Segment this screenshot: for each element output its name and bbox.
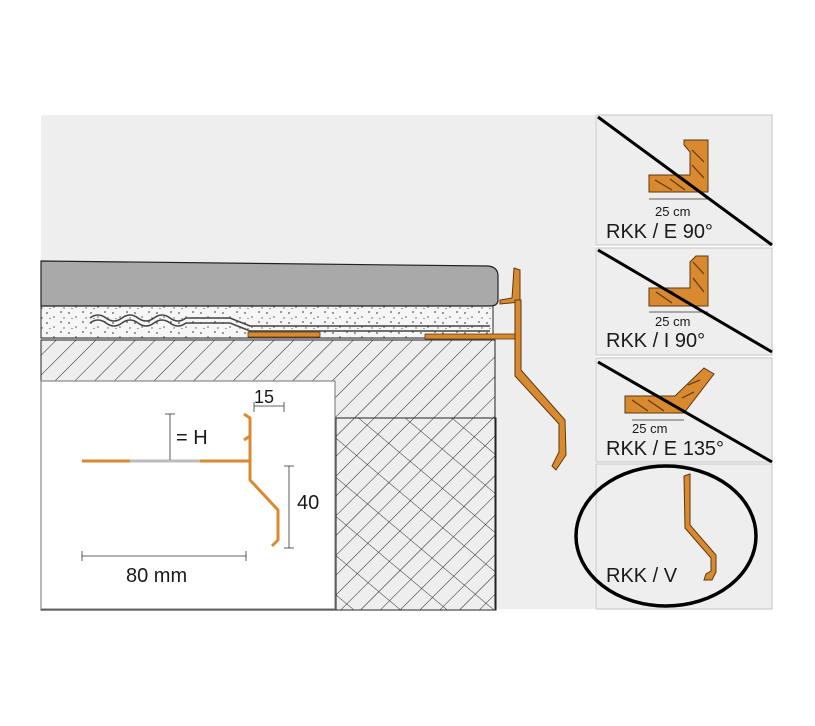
variant-e135-measure: 25 cm xyxy=(632,421,667,436)
variant-e135-crossout xyxy=(597,360,773,464)
corner-i90-icon xyxy=(648,255,709,307)
variant-i90-crossout xyxy=(597,248,773,354)
variant-v-label: RKK / V xyxy=(606,565,678,587)
detail-inset: 15 = H 40 80 mm xyxy=(40,380,336,610)
corner-e90-icon xyxy=(648,139,709,193)
detail-profile-lip xyxy=(243,434,251,442)
tile-covering xyxy=(40,260,499,307)
variant-v: RKK / V xyxy=(574,463,773,610)
variant-e135: 25 cm RKK / E 135° xyxy=(595,357,773,464)
variant-v-highlight-circle xyxy=(574,464,758,608)
variant-i90: 25 cm RKK / I 90° xyxy=(595,247,773,356)
drainage-mat-line xyxy=(89,314,490,327)
dim-side-label: 40 xyxy=(297,492,319,514)
detail-frame xyxy=(40,380,336,610)
variant-column: 25 cm RKK / E 90° 25 cm RKK / I 90° 25 c… xyxy=(574,114,773,610)
wall-block xyxy=(335,417,497,611)
dim-length-label: 80 mm xyxy=(126,565,187,587)
variant-e90-label: RKK / E 90° xyxy=(606,221,713,243)
variant-e90-measure: 25 cm xyxy=(655,204,690,219)
variant-i90-measure: 25 cm xyxy=(655,314,690,329)
variant-e90-crossout xyxy=(597,115,773,247)
dim-height-label: = H xyxy=(176,427,208,449)
profile-upstand xyxy=(499,267,521,305)
profile-flange-right xyxy=(424,333,516,340)
drainage-mat-line-2 xyxy=(89,319,490,332)
detail-profile xyxy=(243,412,280,548)
variant-e135-label: RKK / E 135° xyxy=(606,438,724,460)
profile-v-icon xyxy=(683,473,717,581)
dim-top-label: 15 xyxy=(254,387,274,407)
profile-drip-edge xyxy=(514,299,567,471)
profile-flange-left xyxy=(247,331,321,338)
variant-i90-label: RKK / I 90° xyxy=(606,330,705,352)
corner-e135-icon xyxy=(624,367,715,414)
variant-e90: 25 cm RKK / E 90° xyxy=(595,114,773,247)
